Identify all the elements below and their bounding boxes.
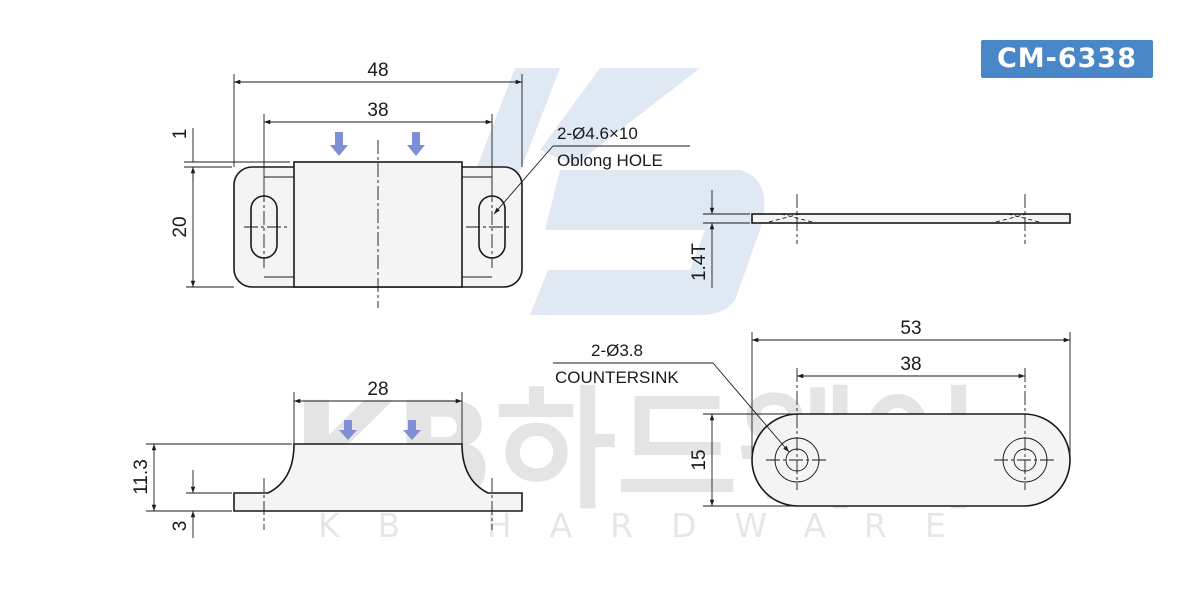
strike-plate bbox=[751, 413, 1071, 507]
countersink-label: COUNTERSINK bbox=[555, 368, 679, 387]
down-arrow-icon bbox=[403, 420, 421, 440]
down-arrow-icon bbox=[330, 132, 348, 156]
dim-hole-pitch: 38 bbox=[367, 100, 388, 121]
model-badge: CM-6338 bbox=[981, 40, 1153, 78]
plate-edge bbox=[751, 213, 1071, 224]
oblong-hole-label: Oblong HOLE bbox=[557, 151, 663, 170]
dim-plate-pitch: 38 bbox=[900, 354, 921, 375]
dim-height: 20 bbox=[170, 216, 191, 237]
top-view: 48 38 1 20 2-Ø4.6×10 Oblong HOLE bbox=[170, 60, 690, 308]
dim-top-width: 28 bbox=[367, 379, 388, 400]
countersink-spec: 2-Ø3.8 bbox=[591, 341, 643, 360]
down-arrow-icon bbox=[339, 420, 357, 440]
side-view: 1.4T bbox=[689, 190, 1071, 288]
dim-step: 1 bbox=[170, 129, 191, 140]
dim-thickness: 1.4T bbox=[689, 243, 710, 281]
oblong-hole-spec: 2-Ø4.6×10 bbox=[557, 124, 638, 143]
dim-plate-width: 53 bbox=[900, 318, 921, 339]
plate-view: 53 38 15 2-Ø3.8 COUNTERSINK bbox=[553, 318, 1071, 507]
dim-overall-width: 48 bbox=[367, 60, 388, 81]
front-profile bbox=[233, 443, 523, 512]
brand-subtitle-watermark: KB HARDWARE bbox=[318, 506, 984, 545]
down-arrow-icon bbox=[407, 132, 425, 156]
dim-base-thickness: 3 bbox=[170, 521, 191, 532]
dim-plate-height: 15 bbox=[689, 449, 710, 470]
dim-front-height: 11.3 bbox=[131, 459, 152, 495]
front-view: 28 11.3 3 bbox=[131, 379, 523, 538]
